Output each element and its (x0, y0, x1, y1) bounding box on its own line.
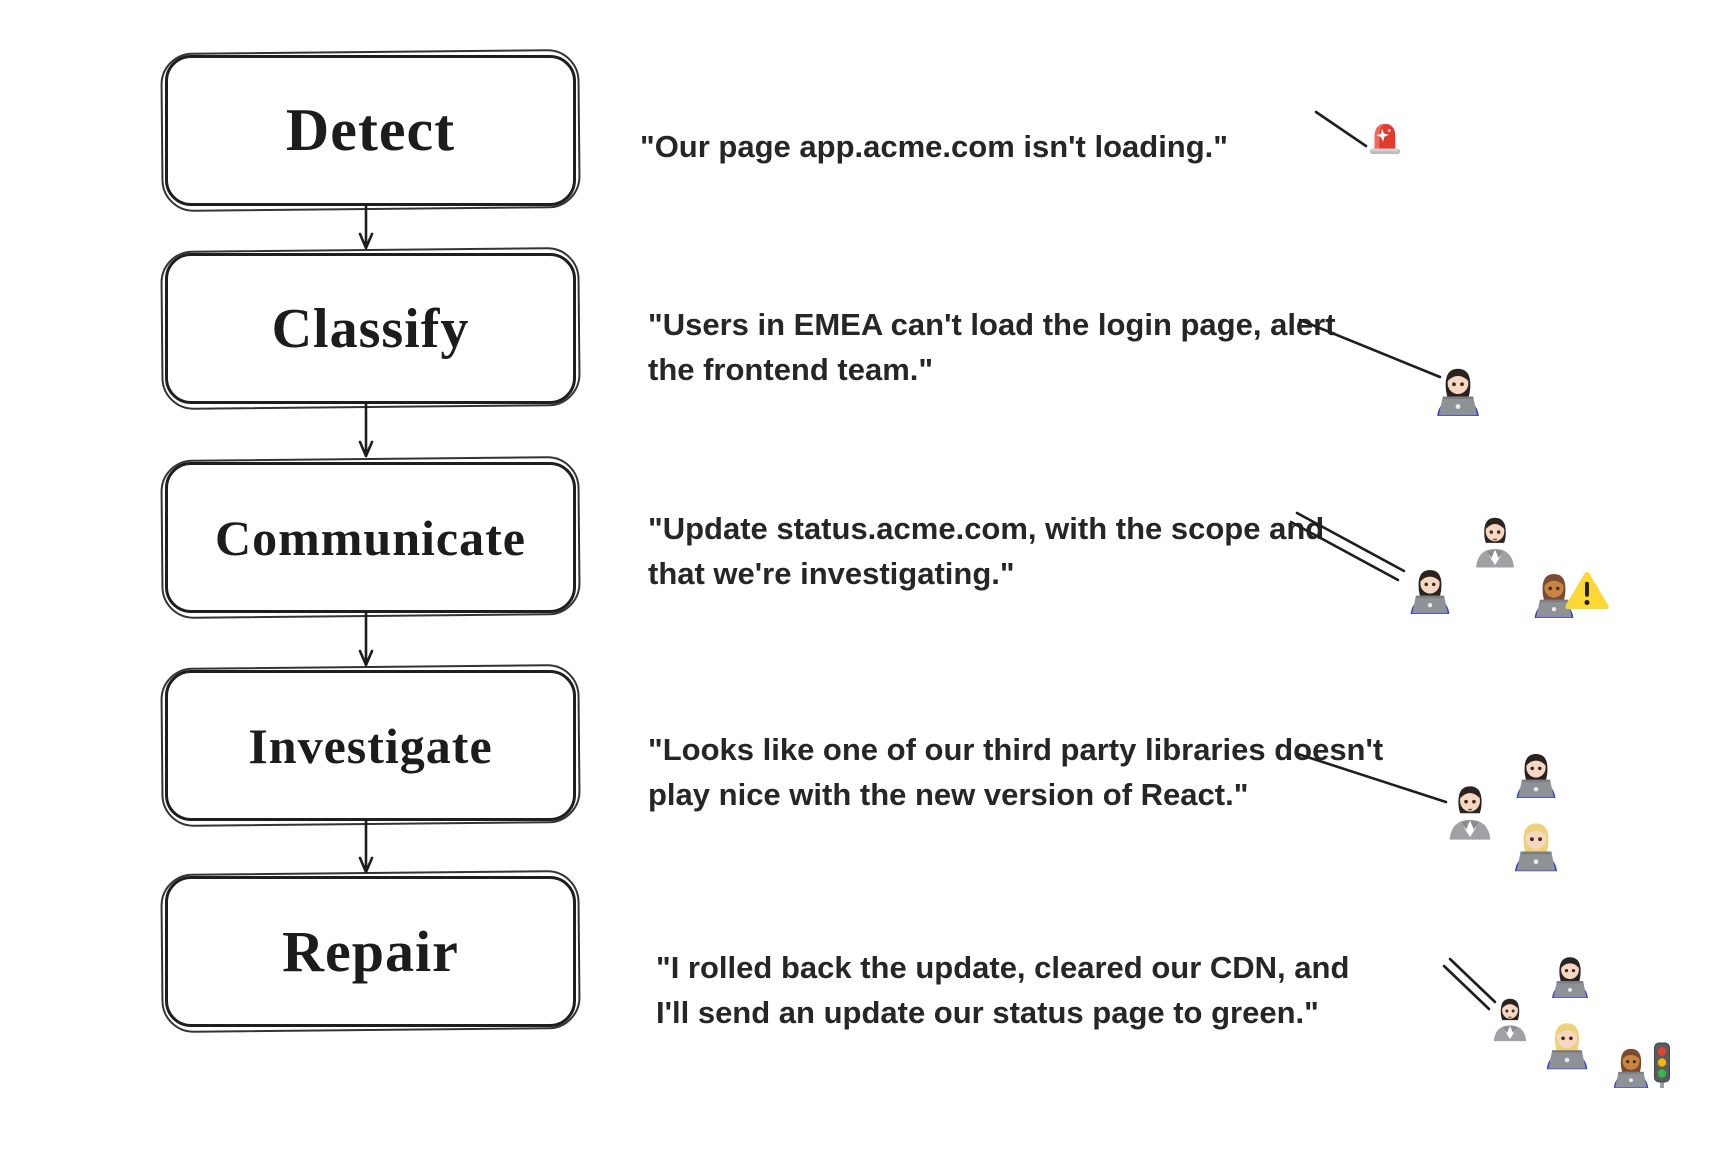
flow-step-investigate: Investigate (165, 670, 576, 821)
quote-detect: "Our page app.acme.com isn't loading." (640, 124, 1228, 169)
quote-classify-line2: the frontend team." (648, 352, 934, 387)
connector-repair (1442, 957, 1497, 1011)
quote-detect-line1: "Our page app.acme.com isn't loading." (640, 129, 1228, 164)
quote-investigate: "Looks like one of our third party libra… (648, 727, 1383, 817)
flow-step-communicate: Communicate (165, 462, 576, 613)
quote-classify: "Users in EMEA can't load the login page… (648, 302, 1336, 392)
quote-repair-line1: "I rolled back the update, cleared our C… (656, 950, 1350, 985)
flow-step-detect: Detect (165, 55, 576, 206)
connector-investigate (1296, 752, 1448, 804)
flow-step-classify-label: Classify (271, 297, 470, 360)
warning-sign-icon (1564, 570, 1610, 612)
quote-investigate-line2: play nice with the new version of React.… (648, 777, 1249, 812)
flow-step-investigate-label: Investigate (248, 717, 493, 774)
arrow-investigate-repair (358, 816, 374, 874)
connector-classify (1298, 318, 1442, 379)
flow-step-classify: Classify (165, 253, 576, 404)
connector-detect (1314, 110, 1368, 148)
quote-repair-line2: I'll send an update our status page to g… (656, 995, 1319, 1030)
flow-step-communicate-label: Communicate (215, 509, 526, 566)
quote-classify-line1: "Users in EMEA can't load the login page… (648, 307, 1336, 342)
flow-step-detect-label: Detect (285, 97, 456, 163)
quote-communicate: "Update status.acme.com, with the scope … (648, 506, 1324, 596)
flow-step-repair: Repair (165, 876, 576, 1027)
arrow-detect-classify (358, 200, 374, 250)
flow-step-repair-label: Repair (282, 919, 459, 984)
quote-repair: "I rolled back the update, cleared our C… (656, 945, 1349, 1035)
quote-communicate-line2: that we're investigating." (648, 556, 1015, 591)
connector-communicate (1289, 511, 1406, 582)
arrow-classify-communicate (358, 399, 374, 458)
quote-communicate-line1: "Update status.acme.com, with the scope … (648, 511, 1325, 546)
arrow-communicate-investigate (358, 608, 374, 667)
quote-investigate-line1: "Looks like one of our third party libra… (648, 732, 1384, 767)
